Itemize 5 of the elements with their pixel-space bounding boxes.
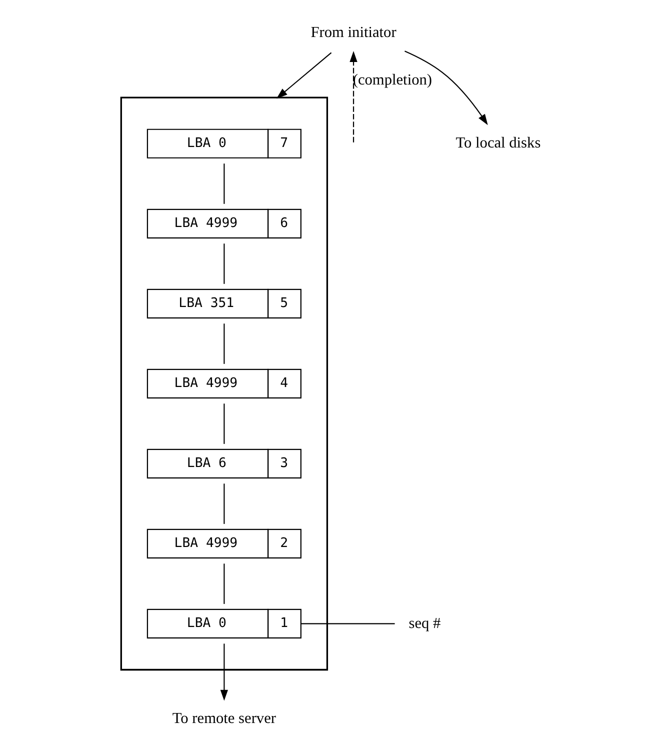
node-text: To local disks: [456, 134, 541, 152]
edge-label: (completion): [352, 72, 432, 89]
node-text: seq #: [408, 614, 441, 632]
node-text: From initiator: [310, 24, 396, 41]
node-text: To remote server: [172, 710, 276, 728]
